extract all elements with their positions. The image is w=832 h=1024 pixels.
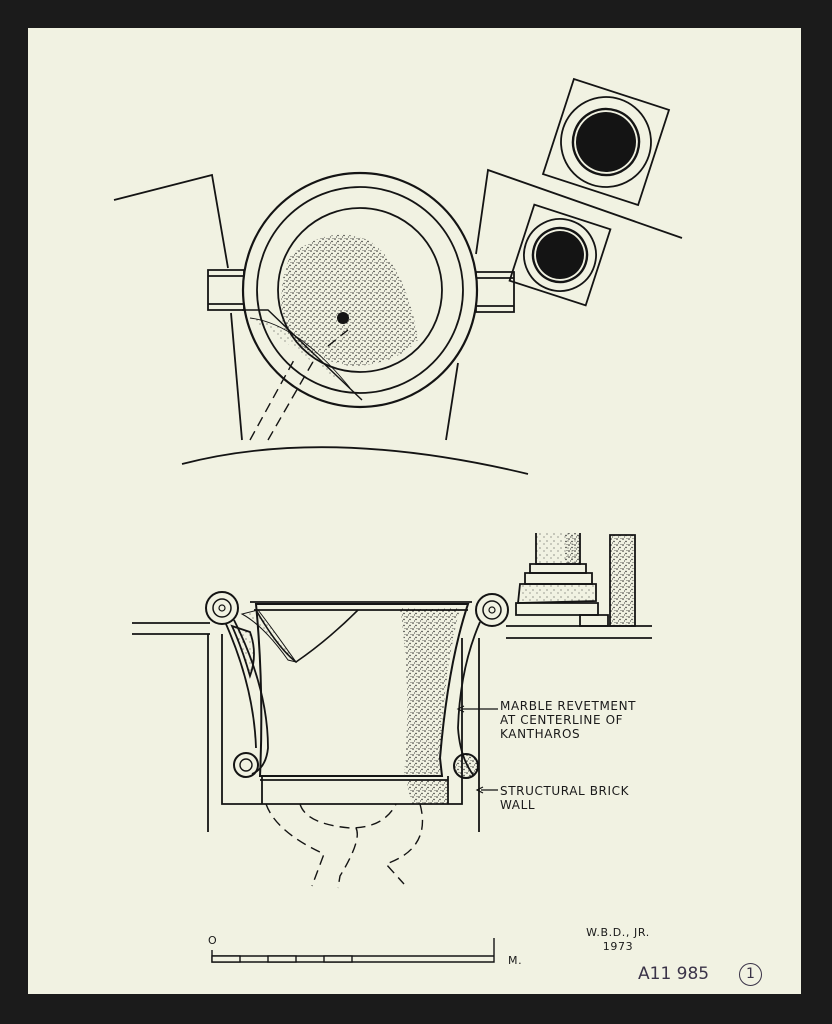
plan-right-wall	[475, 168, 683, 255]
floor-line-left	[132, 622, 210, 635]
scale-bar	[211, 938, 495, 963]
stippled-basin	[281, 234, 418, 366]
sheet-number: 1	[739, 963, 762, 986]
scale-zero-label: O	[208, 934, 218, 947]
plan-left-support	[230, 312, 243, 441]
bowl-interior	[277, 207, 443, 373]
revetment-label-line: MARBLE REVETMENT	[500, 699, 637, 713]
bowl-inner-rim	[256, 186, 464, 394]
plan-right-handle	[475, 271, 515, 313]
drain-hole	[337, 312, 349, 324]
drawing-sheet: MARBLE REVETMENT AT CENTERLINE OF KANTHA…	[28, 28, 801, 994]
revetment-label-line: KANTHAROS	[500, 727, 581, 741]
handle-left	[205, 591, 269, 778]
revetment-label: MARBLE REVETMENT AT CENTERLINE OF KANTHA…	[500, 699, 636, 741]
drawing-year: 1973	[602, 940, 634, 953]
plan-bottom-arc	[181, 446, 529, 475]
author-block: W.B.D., JR. 1973	[586, 926, 650, 954]
plan-column-small	[508, 203, 612, 307]
wall-label-line: WALL	[500, 798, 536, 812]
plan-dashed-pipe	[249, 329, 349, 441]
author-initials: W.B.D., JR.	[586, 926, 650, 939]
wall-label-line: STRUCTURAL BRICK	[500, 784, 630, 798]
elevation-dashed-pipe	[265, 803, 424, 889]
revetment-label-line: AT CENTERLINE OF	[500, 713, 624, 727]
marble-revetment	[221, 634, 463, 805]
plan-column-large	[541, 77, 671, 207]
handle-right	[453, 593, 509, 779]
floor-line-right	[506, 625, 652, 639]
kantharos-rim	[250, 601, 472, 611]
revetment-leader	[456, 705, 498, 713]
plan-left-wall	[113, 173, 229, 269]
elevation-view	[132, 533, 652, 889]
wall-label: STRUCTURAL BRICK WALL	[500, 784, 629, 812]
plan-right-support	[445, 362, 459, 441]
architectural-drawing	[113, 77, 683, 963]
plan-view	[113, 77, 683, 475]
column-shaft	[609, 534, 636, 627]
catalog-number: A11 985	[638, 964, 710, 984]
column-base	[515, 533, 609, 627]
kantharos-shading	[400, 608, 460, 776]
wall-leader	[475, 786, 498, 794]
plan-cut-hatch	[249, 317, 351, 389]
plan-left-handle	[207, 269, 245, 311]
break-shading	[240, 609, 298, 663]
scale-unit-label: M.	[508, 954, 523, 967]
